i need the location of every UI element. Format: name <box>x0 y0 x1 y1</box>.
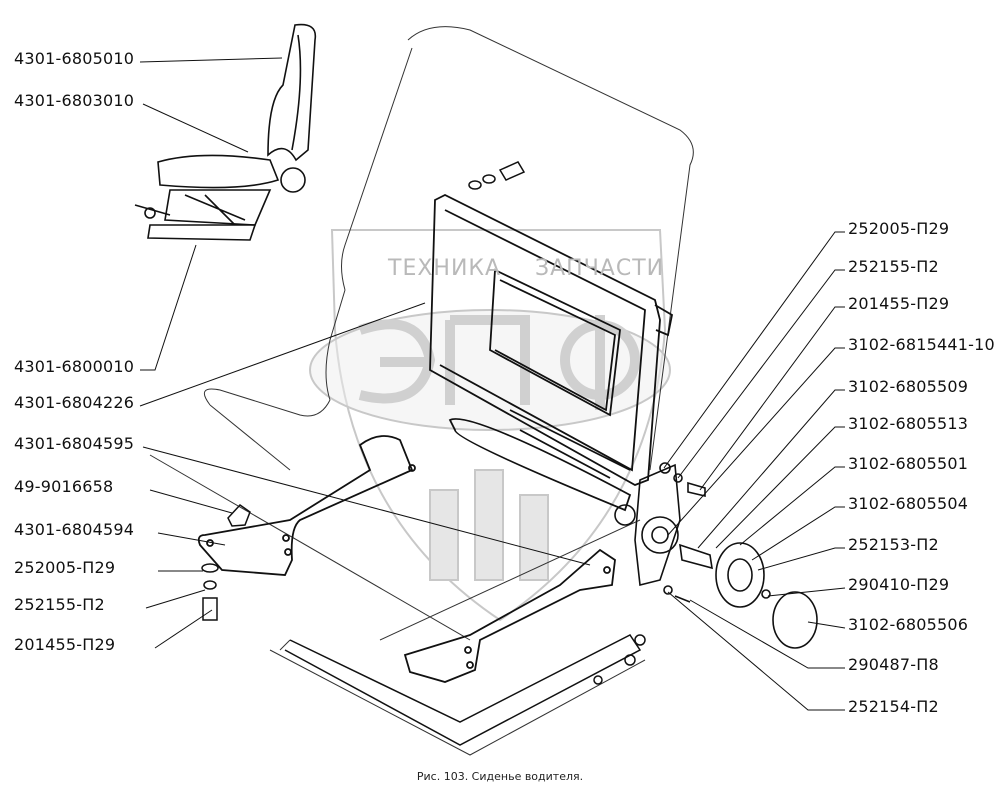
watermark-left-word: ТЕХНИКА <box>388 256 502 281</box>
label-washer-right-4: 252154-П2 <box>848 697 939 716</box>
label-shaft: 3102-6805509 <box>848 377 969 396</box>
base-frame <box>284 634 646 746</box>
cushion-outline <box>149 26 694 756</box>
label-backrest-frame: 4301-6804226 <box>14 393 135 412</box>
label-screw: 290410-П29 <box>848 575 950 594</box>
left-fasteners <box>201 504 251 621</box>
label-seat-assembly: 4301-6805010 <box>14 49 135 68</box>
figure-caption: Рис. 103. Сиденье водителя. <box>416 770 584 783</box>
left-bracket <box>197 435 416 576</box>
watermark-right-word: ЗАПЧАСТИ <box>535 256 665 281</box>
label-left-bracket: 4301-6804594 <box>14 520 135 539</box>
label-recliner-hinge: 3102-6815441-10 <box>848 335 995 354</box>
label-washer-left-2: 252155-П2 <box>14 595 105 614</box>
label-spring: 3102-6805513 <box>848 414 969 433</box>
label-right-bracket: 4301-6804595 <box>14 434 135 453</box>
label-washer-left-1: 252005-П29 <box>14 558 116 577</box>
seat-assembly-inset <box>134 23 317 241</box>
recliner-mechanism <box>614 462 818 649</box>
watermark-logo-glyphs <box>358 315 640 410</box>
label-cap: 3102-6805506 <box>848 615 969 634</box>
right-bracket <box>403 548 616 683</box>
label-washer-right-2: 252155-П2 <box>848 257 939 276</box>
watermark-shield <box>309 229 671 622</box>
top-bolt-group <box>468 161 526 190</box>
label-stop: 49-9016658 <box>14 477 114 496</box>
label-washer-right-1: 252005-П29 <box>848 219 950 238</box>
label-handwheel: 3102-6805501 <box>848 454 969 473</box>
label-screw-2: 290487-П8 <box>848 655 939 674</box>
label-seat-complete: 4301-6800010 <box>14 357 135 376</box>
leader-lines-right <box>663 231 846 711</box>
label-bolt-left: 201455-П29 <box>14 635 116 654</box>
label-bolt-right: 201455-П29 <box>848 294 950 313</box>
backrest-frame <box>429 193 674 512</box>
leader-lines-left <box>139 57 591 649</box>
label-cover: 3102-6805504 <box>848 494 969 513</box>
label-washer-right-3: 252153-П2 <box>848 535 939 554</box>
label-seat-cushion: 4301-6803010 <box>14 91 135 110</box>
